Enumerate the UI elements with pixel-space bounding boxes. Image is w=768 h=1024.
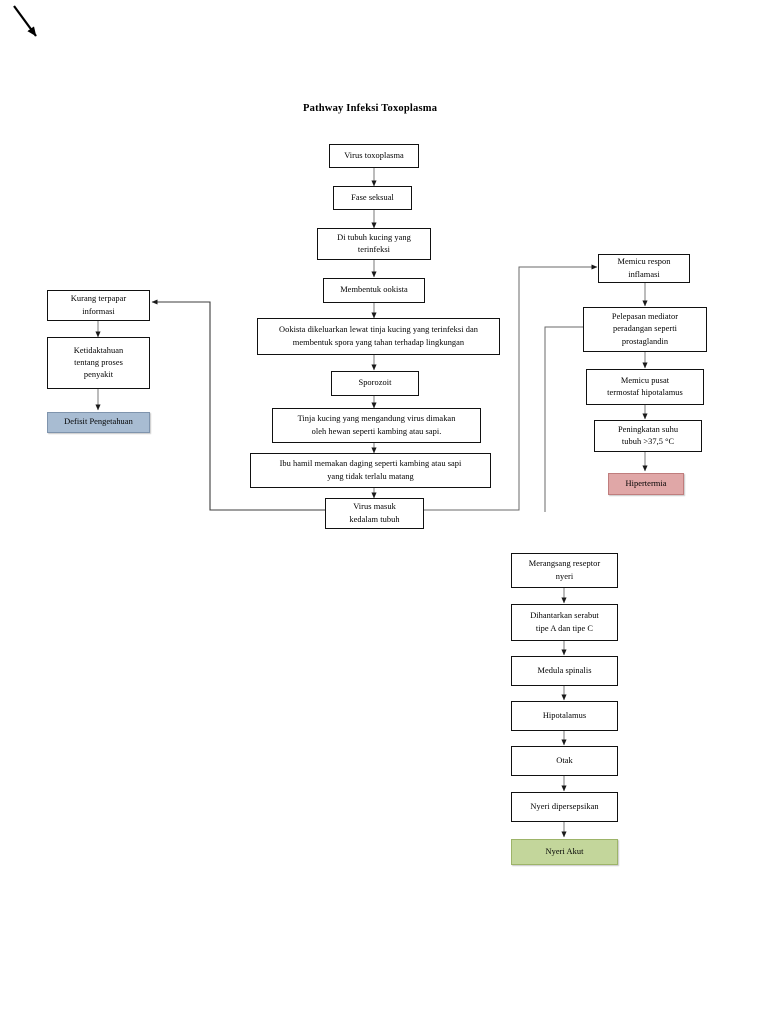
node-label: Hipertermia xyxy=(625,478,667,488)
node-hipertermia[interactable]: Hipertermia xyxy=(608,473,684,495)
node-nyeri-dipersepsikan[interactable]: Nyeri dipersepsikan xyxy=(511,792,618,822)
node-peningkatan-suhu-tubuh[interactable]: Peningkatan suhu tubuh >37,5 °C xyxy=(594,420,702,452)
node-label: Medula spinalis xyxy=(537,665,592,675)
node-virus-masuk-kedalam-tubuh[interactable]: Virus masuk kedalam tubuh xyxy=(325,498,424,529)
node-ketidaktahuan-proses-penyakit[interactable]: Ketidaktahuan tentang proses penyakit xyxy=(47,337,150,389)
node-label: Merangsang reseptor nyeri xyxy=(528,559,601,581)
node-memicu-respon-inflamasi[interactable]: Memicu respon inflamasi xyxy=(598,254,690,283)
node-label: Sporozoit xyxy=(358,378,392,388)
node-nyeri-akut[interactable]: Nyeri Akut xyxy=(511,839,618,865)
node-ookista-dikeluarkan[interactable]: Ookista dikeluarkan lewat tinja kucing y… xyxy=(257,318,500,355)
node-label: Ibu hamil memakan daging seperti kambing… xyxy=(279,459,462,481)
node-label: Hipotalamus xyxy=(542,710,587,720)
node-label: Fase seksual xyxy=(351,192,394,202)
node-dihantarkan-serabut-tipe-a-c[interactable]: Dihantarkan serabut tipe A dan tipe C xyxy=(511,604,618,641)
node-label: Membentuk ookista xyxy=(340,285,408,295)
node-sporozoit[interactable]: Sporozoit xyxy=(331,371,419,396)
corner-arrow-icon xyxy=(13,5,37,37)
node-medula-spinalis[interactable]: Medula spinalis xyxy=(511,656,618,686)
node-defisit-pengetahuan[interactable]: Defisit Pengetahuan xyxy=(47,412,150,433)
node-fase-seksual[interactable]: Fase seksual xyxy=(333,186,412,210)
node-label: Nyeri Akut xyxy=(545,846,584,856)
node-label: Memicu respon inflamasi xyxy=(617,257,671,279)
node-label: Tinja kucing yang mengandung virus dimak… xyxy=(297,414,456,436)
node-memicu-pusat-termostaf-hipotalamus[interactable]: Memicu pusat termostaf hipotalamus xyxy=(586,369,704,405)
node-label: Defisit Pengetahuan xyxy=(64,417,133,427)
node-ibu-hamil-makan-daging[interactable]: Ibu hamil memakan daging seperti kambing… xyxy=(250,453,491,488)
page-title: Pathway Infeksi Toxoplasma xyxy=(303,103,438,114)
node-label: Memicu pusat termostaf hipotalamus xyxy=(607,375,683,397)
node-hipotalamus[interactable]: Hipotalamus xyxy=(511,701,618,731)
node-label: Pelepasan mediator peradangan seperti pr… xyxy=(611,312,679,346)
node-tinja-kucing-dimakan-hewan[interactable]: Tinja kucing yang mengandung virus dimak… xyxy=(272,408,481,443)
node-label: Peningkatan suhu tubuh >37,5 °C xyxy=(617,424,679,446)
node-label: Virus toxoplasma xyxy=(344,150,404,160)
node-merangsang-reseptor-nyeri[interactable]: Merangsang reseptor nyeri xyxy=(511,553,618,588)
node-membentuk-ookista[interactable]: Membentuk ookista xyxy=(323,278,425,303)
node-virus-toxoplasma[interactable]: Virus toxoplasma xyxy=(329,144,419,168)
node-label: Ookista dikeluarkan lewat tinja kucing y… xyxy=(279,325,478,347)
node-label: Dihantarkan serabut tipe A dan tipe C xyxy=(530,611,599,633)
node-pelepasan-mediator-prostaglandin[interactable]: Pelepasan mediator peradangan seperti pr… xyxy=(583,307,707,352)
node-label: Kurang terpapar informasi xyxy=(70,294,127,316)
node-di-tubuh-kucing-terinfeksi[interactable]: Di tubuh kucing yang terinfeksi xyxy=(317,228,431,260)
node-otak[interactable]: Otak xyxy=(511,746,618,776)
node-label: Ketidaktahuan tentang proses penyakit xyxy=(73,345,124,380)
node-label: Otak xyxy=(556,755,573,765)
node-label: Di tubuh kucing yang terinfeksi xyxy=(337,232,411,254)
node-label: Nyeri dipersepsikan xyxy=(530,801,599,811)
node-label: Virus masuk kedalam tubuh xyxy=(349,502,400,524)
node-kurang-terpapar-informasi[interactable]: Kurang terpapar informasi xyxy=(47,290,150,321)
